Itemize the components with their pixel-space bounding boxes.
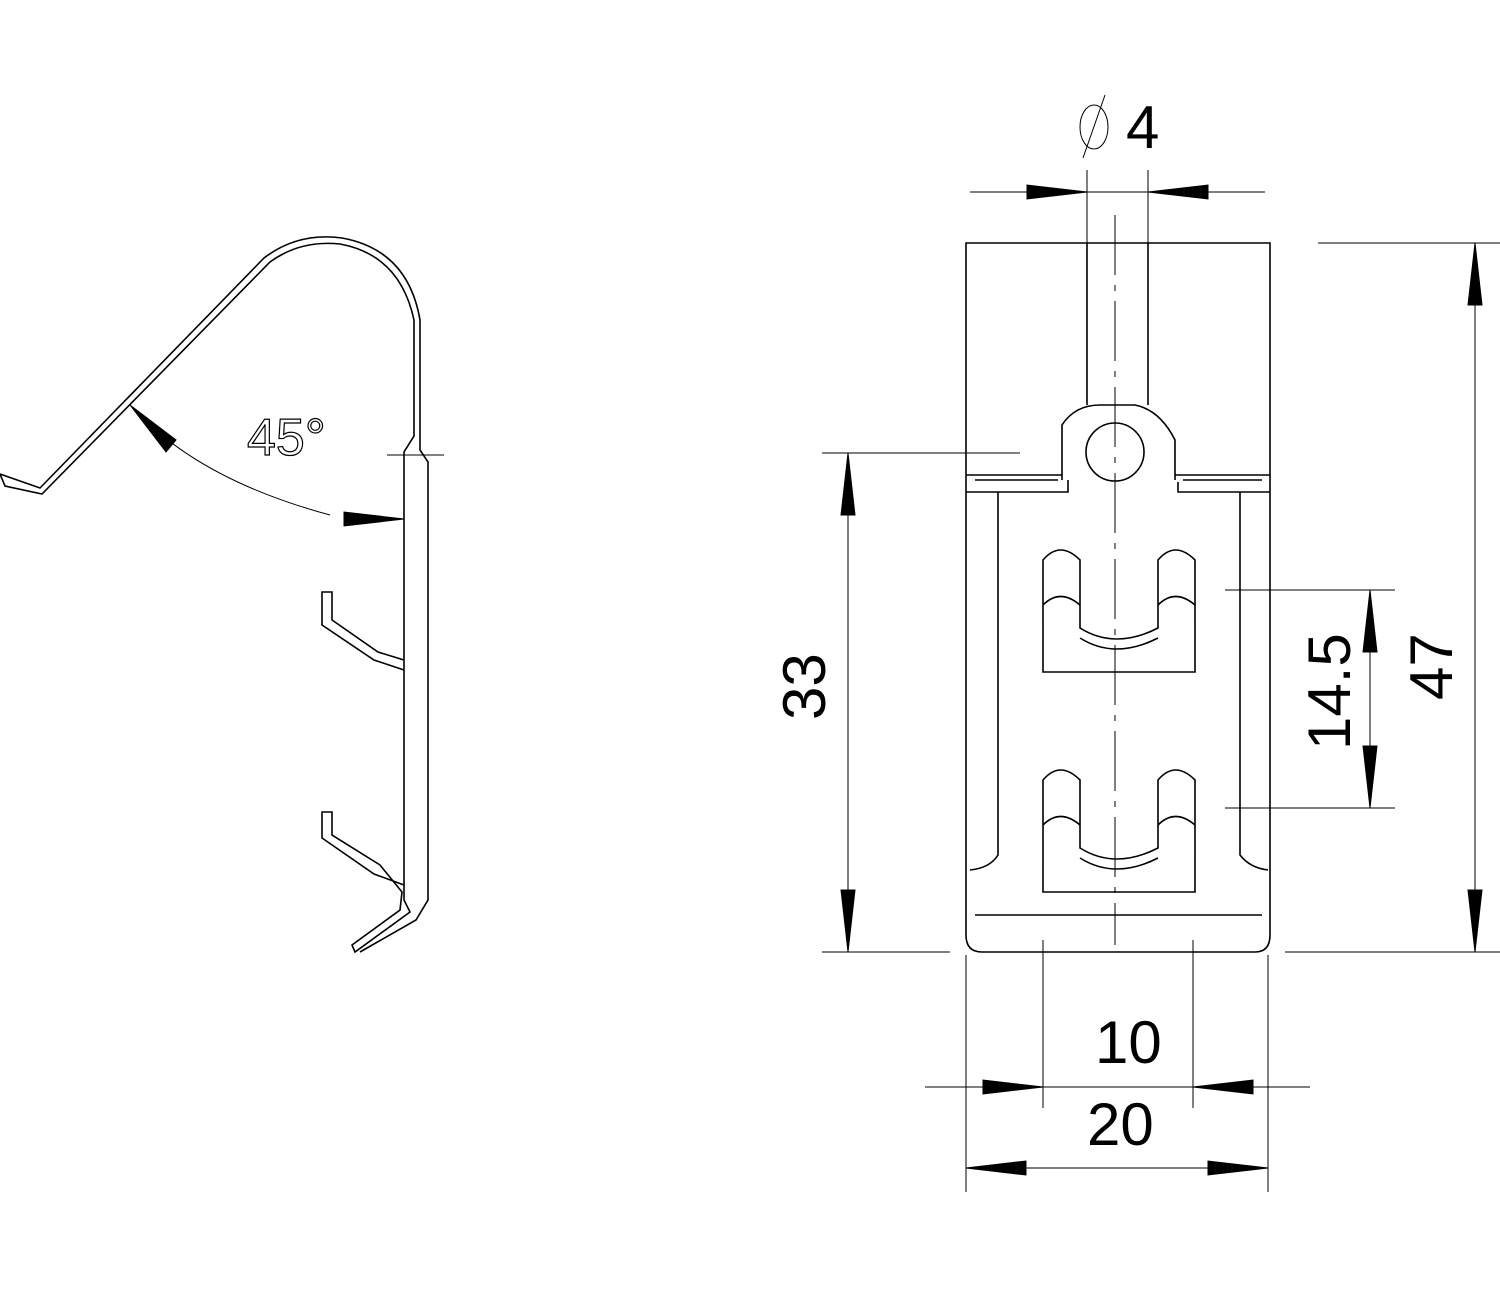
total-height-label: 47 — [1398, 633, 1465, 700]
dimension-diameter: 4 Ø — [970, 94, 1265, 243]
slot-pitch-label: 14.5 — [1296, 633, 1363, 750]
tab-height-label: 33 — [771, 653, 838, 720]
total-width-label: 20 — [1087, 1091, 1154, 1158]
dimension-slot-width: 10 — [925, 940, 1310, 1108]
dimension-total-width: 20 — [965, 955, 1269, 1192]
slot-lower — [1042, 769, 1196, 893]
side-profile-view: 45° — [0, 236, 444, 954]
dimension-tab-height: 33 — [771, 452, 1020, 953]
angle-arrow-top — [129, 404, 177, 453]
angle-arrow-right — [343, 511, 405, 527]
angle-label: 45° — [247, 409, 326, 467]
front-view — [965, 215, 1271, 953]
dimension-slot-pitch: 14.5 — [1225, 589, 1395, 809]
slot-width-label: 10 — [1095, 1009, 1162, 1076]
diameter-label: 4 — [1126, 94, 1159, 161]
dimension-total-height: 47 — [1285, 242, 1500, 953]
slot-upper — [1042, 549, 1196, 673]
